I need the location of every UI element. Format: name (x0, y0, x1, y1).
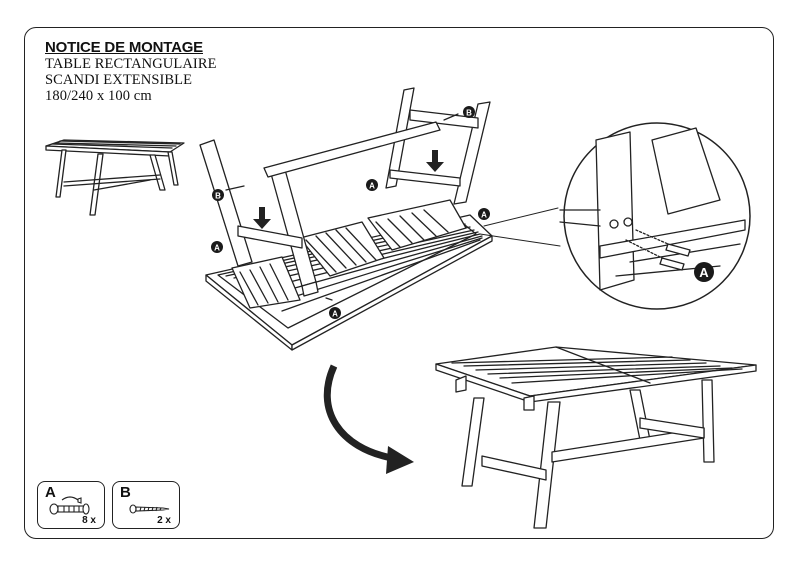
parts-box-a: A 8 x (37, 481, 105, 529)
svg-text:A: A (699, 265, 709, 280)
part-letter: B (120, 484, 131, 501)
part-quantity: 2 x (157, 515, 171, 526)
screw-icon (129, 504, 170, 514)
table-top-upside-down (205, 199, 493, 351)
callout-b-badge: B (212, 189, 224, 201)
svg-text:B: B (466, 109, 472, 118)
screw-icon (225, 113, 459, 191)
svg-text:A: A (369, 182, 375, 191)
parts-box-b: B 2 x (112, 481, 180, 529)
svg-text:A: A (214, 244, 220, 253)
callout-a-badge: A (211, 241, 223, 253)
zoom-detail-view (559, 122, 751, 310)
callout-a-badge: A (478, 208, 490, 220)
page-frame (24, 27, 774, 539)
title-block: NOTICE DE MONTAGE TABLE RECTANGULAIRE SC… (45, 39, 217, 105)
down-arrow-icon (253, 150, 444, 229)
callout-a-badge-large: A (694, 262, 714, 282)
callout-a-badge: A (366, 179, 378, 191)
assembled-table-thumbnail (45, 139, 185, 216)
assembled-table (435, 346, 757, 529)
svg-text:B: B (215, 192, 221, 201)
part-letter: A (45, 484, 56, 501)
bolt-with-washer-icon (49, 496, 90, 515)
callout-badges: A A A A B B A (211, 106, 714, 319)
callout-b-badge: B (463, 106, 475, 118)
product-name-line-2: SCANDI EXTENSIBLE (45, 72, 193, 88)
product-name-line-1: TABLE RECTANGULAIRE (45, 56, 217, 72)
leg-frame-upside-down (199, 87, 491, 301)
svg-text:A: A (481, 211, 487, 220)
svg-text:A: A (332, 310, 338, 319)
product-dimensions: 180/240 x 100 cm (45, 88, 152, 104)
next-step-arrow-icon (323, 364, 414, 474)
callout-a-badge: A (329, 307, 341, 319)
part-quantity: 8 x (82, 515, 96, 526)
page-title: NOTICE DE MONTAGE (45, 39, 203, 56)
